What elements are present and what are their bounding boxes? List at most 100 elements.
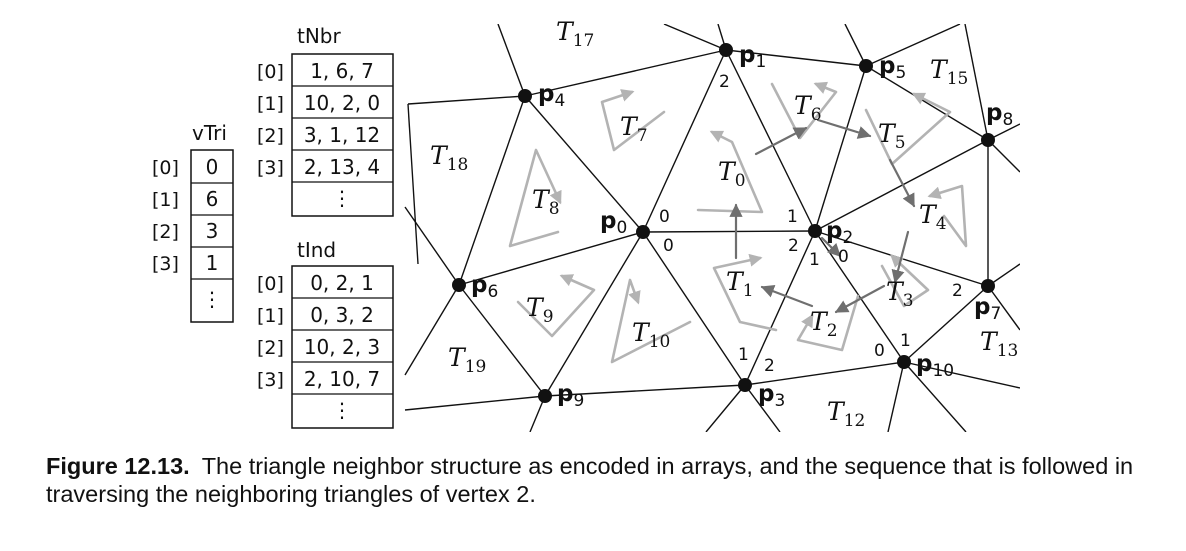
tnbr-cell: 10, 2, 0 — [304, 91, 380, 115]
vertex-p4 — [518, 89, 532, 103]
vertex-index-label: 2 — [764, 356, 775, 376]
triangle-label-t9: T9 — [526, 293, 554, 327]
mesh-vertices — [452, 43, 995, 403]
triangle-label-t18: T18 — [430, 141, 468, 175]
arrow-t2-to-t1 — [760, 285, 814, 308]
vtri-index: [1] — [152, 189, 179, 211]
vertex-p0 — [636, 225, 650, 239]
triangle-label-t8: T8 — [532, 185, 560, 219]
vertex-p7 — [981, 279, 995, 293]
tnbr-array: tNbr [0] [1] [2] [3] 1, 6, 7 10, 2, 0 3,… — [257, 24, 394, 217]
tind-cell: 0, 2, 1 — [310, 271, 374, 295]
point-label-p7: p7 — [974, 294, 1001, 324]
vtri-index: [2] — [152, 221, 179, 243]
arrow-t6-to-t5 — [816, 118, 872, 139]
arrow-t0-to-t6 — [754, 126, 808, 156]
orientation-loops — [508, 81, 968, 364]
tnbr-cell: 3, 1, 12 — [304, 123, 380, 147]
mesh — [404, 24, 1020, 432]
triangle-label-t4: T4 — [919, 200, 947, 234]
triangle-label-t6: T6 — [794, 91, 822, 125]
point-label-p4: p4 — [538, 81, 565, 111]
vertex-p9 — [538, 389, 552, 403]
vtri-index: [0] — [152, 157, 179, 179]
triangle-mesh-figure: vTri [0] [1] [2] [3] 0 6 3 1 ⋮ tNbr [0] … — [152, 17, 1020, 432]
tind-index: [0] — [257, 273, 284, 295]
tind-array: tInd [0] [1] [2] [3] 0, 2, 1 0, 3, 2 10,… — [257, 238, 394, 429]
triangle-label-t7: T7 — [620, 112, 648, 146]
point-label-p8: p8 — [986, 100, 1013, 130]
vertex-p1 — [719, 43, 733, 57]
triangle-label-t1: T1 — [726, 267, 754, 301]
vertex-index-label: 0 — [838, 247, 849, 267]
point-label-p2: p2 — [826, 218, 853, 248]
triangle-label-t0: T0 — [718, 157, 746, 191]
point-label-p9: p9 — [557, 381, 584, 411]
vertex-index-label: 1 — [900, 331, 911, 351]
tind-cell: 2, 10, 7 — [304, 367, 380, 391]
triangle-label-t2: T2 — [810, 307, 838, 341]
vertex-index-label: 1 — [738, 345, 749, 365]
vertex-index-label: 2 — [719, 72, 730, 92]
vtri-ellipsis: ⋮ — [202, 287, 222, 311]
tnbr-index: [3] — [257, 157, 284, 179]
point-label-p10: p10 — [916, 351, 954, 381]
triangle-label-t5: T5 — [878, 119, 906, 153]
vtri-box — [190, 149, 234, 323]
triangle-label-t17: T17 — [556, 17, 594, 51]
tnbr-box — [291, 53, 394, 217]
tind-index: [2] — [257, 337, 284, 359]
triangle-label-t13: T13 — [980, 327, 1018, 361]
arrow-t3-to-t2 — [834, 284, 886, 314]
tind-box — [291, 265, 394, 429]
point-labels: p0 p1 p2 p3 p4 p5 p6 p7 p8 p9 p10 — [471, 42, 1013, 411]
triangle-label-t12: T12 — [827, 397, 865, 431]
vertex-p6 — [452, 278, 466, 292]
tnbr-index: [2] — [257, 125, 284, 147]
triangle-label-t19: T19 — [448, 343, 486, 377]
point-label-p3: p3 — [758, 381, 785, 411]
vtri-cell: 6 — [206, 187, 219, 211]
vertex-p3 — [738, 378, 752, 392]
vertex-p5 — [859, 59, 873, 73]
tnbr-ellipsis: ⋮ — [332, 186, 352, 210]
tnbr-index: [1] — [257, 93, 284, 115]
figure-caption: Figure 12.13.The triangle neighbor struc… — [46, 452, 1156, 508]
point-label-p5: p5 — [879, 53, 906, 83]
tind-index: [1] — [257, 305, 284, 327]
vtri-cell: 3 — [206, 219, 219, 243]
tind-index: [3] — [257, 369, 284, 391]
mesh-edges — [404, 24, 1020, 432]
arrow-t5-to-t4 — [888, 158, 916, 208]
tnbr-cell: 1, 6, 7 — [310, 59, 374, 83]
caption-label: Figure 12.13. — [46, 453, 190, 479]
triangle-labels: T0 T1 T2 T3 T4 T5 T6 T7 T8 T9 T10 T12 T1… — [430, 17, 1018, 431]
vertex-index-label: 2 — [952, 281, 963, 301]
triangle-label-t15: T15 — [930, 55, 968, 89]
point-label-p1: p1 — [739, 42, 766, 72]
tind-cell: 10, 2, 3 — [304, 335, 380, 359]
vtri-index: [3] — [152, 253, 179, 275]
tind-title: tInd — [297, 238, 336, 262]
triangle-label-t3: T3 — [886, 277, 914, 311]
tnbr-index: [0] — [257, 61, 284, 83]
vertex-p2 — [808, 224, 822, 238]
vertex-p10 — [897, 355, 911, 369]
traversal-arrows — [729, 118, 916, 314]
vertex-index-label: 0 — [874, 341, 885, 361]
vertex-index-labels: 0 0 1 2 2 1 0 1 2 1 2 0 — [659, 72, 963, 376]
arrow-t4-to-t3 — [891, 230, 910, 284]
triangle-label-t10: T10 — [632, 318, 670, 352]
vertex-p8 — [981, 133, 995, 147]
vertex-index-label: 2 — [788, 236, 799, 256]
vertex-index-label: 0 — [659, 207, 670, 227]
caption-text: The triangle neighbor structure as encod… — [46, 453, 1134, 507]
tnbr-cell: 2, 13, 4 — [304, 155, 380, 179]
vtri-cell: 0 — [206, 155, 219, 179]
vtri-array: vTri [0] [1] [2] [3] 0 6 3 1 ⋮ — [152, 121, 234, 323]
vertex-index-label: 0 — [663, 236, 674, 256]
vtri-title: vTri — [192, 121, 227, 145]
point-label-p6: p6 — [471, 272, 498, 302]
arrow-p2-small — [820, 236, 842, 258]
tnbr-title: tNbr — [297, 24, 341, 48]
